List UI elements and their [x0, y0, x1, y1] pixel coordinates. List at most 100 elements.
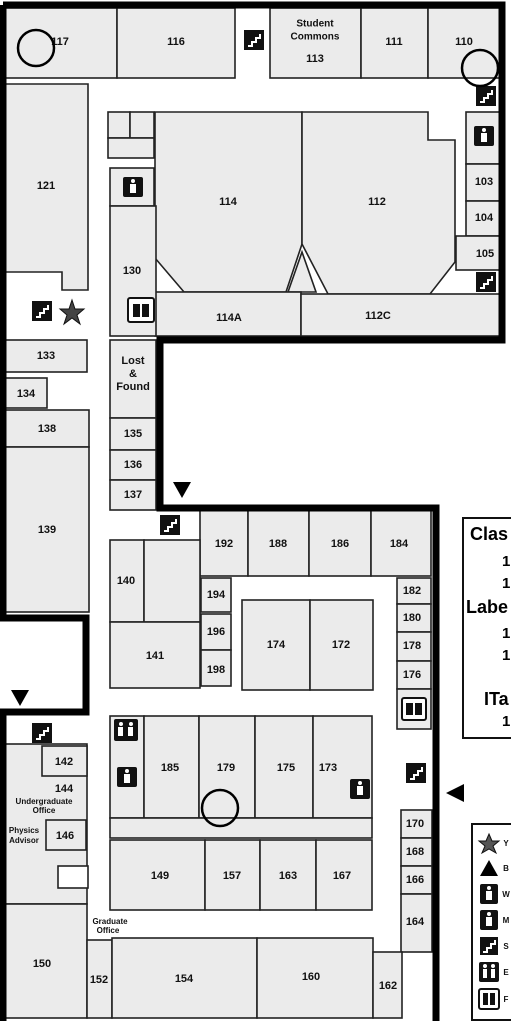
legend-panel [462, 517, 511, 739]
room-174-label: 174 [267, 639, 286, 651]
room-117[interactable] [4, 7, 118, 79]
room-164[interactable] [400, 893, 433, 953]
room-116[interactable] [116, 7, 236, 79]
room-160-label: 160 [302, 971, 320, 983]
elevator-icon [401, 697, 427, 721]
entrance-triangle-icon [173, 482, 191, 498]
room-140-label: 140 [117, 575, 135, 587]
small-room [286, 249, 318, 293]
room-136-label: 136 [124, 459, 142, 471]
legend-line-7: ITa [484, 689, 510, 709]
room-137[interactable] [109, 479, 157, 511]
highlight-circle-marker [460, 48, 500, 88]
room-194[interactable] [200, 577, 232, 613]
small-room [57, 865, 89, 889]
room-170[interactable] [400, 809, 433, 839]
room-182[interactable] [396, 577, 432, 605]
room-185-label: 185 [161, 762, 179, 774]
room-157-label: 157 [223, 870, 241, 882]
room-134[interactable] [4, 377, 48, 409]
room-110-label: 110 [455, 36, 473, 48]
room-160[interactable] [256, 937, 374, 1019]
room-117-label: 117 [51, 36, 69, 48]
room-188-label: 188 [269, 538, 287, 550]
room-154[interactable] [111, 937, 258, 1019]
room-113-label: 113 [306, 53, 324, 65]
room-180-label: 180 [403, 612, 421, 624]
room-178-label: 178 [403, 640, 421, 652]
room-188[interactable] [247, 509, 310, 577]
room-163-label: 163 [279, 870, 297, 882]
room-104[interactable] [465, 200, 501, 237]
legend-line-4: Labe [466, 597, 508, 617]
room-146[interactable] [45, 819, 87, 851]
key-star-icon [477, 832, 501, 855]
stairs-icon [32, 301, 52, 321]
room-113-name: Student [296, 19, 334, 30]
room-112c[interactable] [300, 293, 502, 337]
room-135[interactable] [109, 417, 157, 451]
lost-and-found[interactable] [109, 339, 157, 419]
room-152-label: 152 [90, 974, 108, 986]
legend-line-3: 1 [502, 575, 510, 592]
room-136[interactable] [109, 449, 157, 481]
room-164-label: 164 [406, 916, 425, 928]
room-167[interactable] [315, 839, 373, 911]
room-157[interactable] [204, 839, 261, 911]
graduate-office-label-1: Graduate [92, 917, 128, 926]
room-173[interactable] [312, 715, 373, 819]
legend-line-8: 1 [502, 713, 510, 730]
stairs-icon [406, 763, 426, 783]
room-179[interactable] [198, 715, 256, 819]
room-104-label: 104 [475, 212, 494, 224]
room-133-label: 133 [37, 350, 55, 362]
undergrad-office-label-1: Undergraduate [16, 797, 73, 806]
stairs-icon [476, 86, 496, 106]
room-198[interactable] [200, 649, 232, 687]
room-178[interactable] [396, 631, 432, 662]
small-room [107, 111, 131, 139]
room-150[interactable] [4, 903, 88, 1019]
room-116-label: 116 [167, 36, 185, 48]
room-141[interactable] [109, 621, 201, 689]
room-194-label: 194 [207, 589, 226, 601]
room-141-label: 141 [146, 650, 164, 662]
room-162[interactable] [372, 951, 403, 1019]
room-137-label: 137 [124, 489, 142, 501]
room-152[interactable] [86, 939, 113, 1019]
room-112[interactable] [301, 111, 456, 295]
key-men-letter: M [503, 916, 510, 925]
room-168[interactable] [400, 837, 433, 867]
room-163[interactable] [259, 839, 317, 911]
physics-advisor-label-1: Physics [9, 826, 40, 835]
room-138-label: 138 [38, 423, 56, 435]
room-140[interactable] [143, 539, 201, 623]
room-139[interactable] [4, 446, 90, 613]
building-wall [0, 614, 90, 716]
key-elevator-icon [479, 962, 499, 982]
small-room [107, 137, 155, 159]
room-142[interactable] [41, 745, 88, 777]
room-149[interactable] [109, 839, 206, 911]
room-142-label: 142 [55, 756, 73, 768]
room-173-label: 173 [319, 762, 337, 774]
legend-line-1: Clas [470, 524, 508, 544]
room-172[interactable] [309, 599, 374, 691]
building-wall [3, 1, 506, 1021]
building-wall [0, 622, 80, 708]
restroom-icon [123, 177, 143, 197]
legend-line-2: 1 [502, 553, 510, 570]
key-stairs-letter: S [503, 942, 509, 951]
room-113-name2: Commons [291, 32, 340, 43]
room-166-label: 166 [406, 874, 424, 886]
key-triangle-icon [480, 860, 498, 876]
undergrad-office-label-2: Office [33, 806, 56, 815]
key-stairs-icon [480, 937, 498, 955]
room-182-label: 182 [403, 585, 421, 597]
entrance-triangle-icon [446, 784, 464, 802]
room-138[interactable] [4, 409, 90, 448]
key-other-letter: F [504, 995, 509, 1004]
room-105[interactable] [455, 235, 502, 271]
room-184[interactable] [370, 509, 432, 577]
room-179-label: 179 [217, 762, 235, 774]
